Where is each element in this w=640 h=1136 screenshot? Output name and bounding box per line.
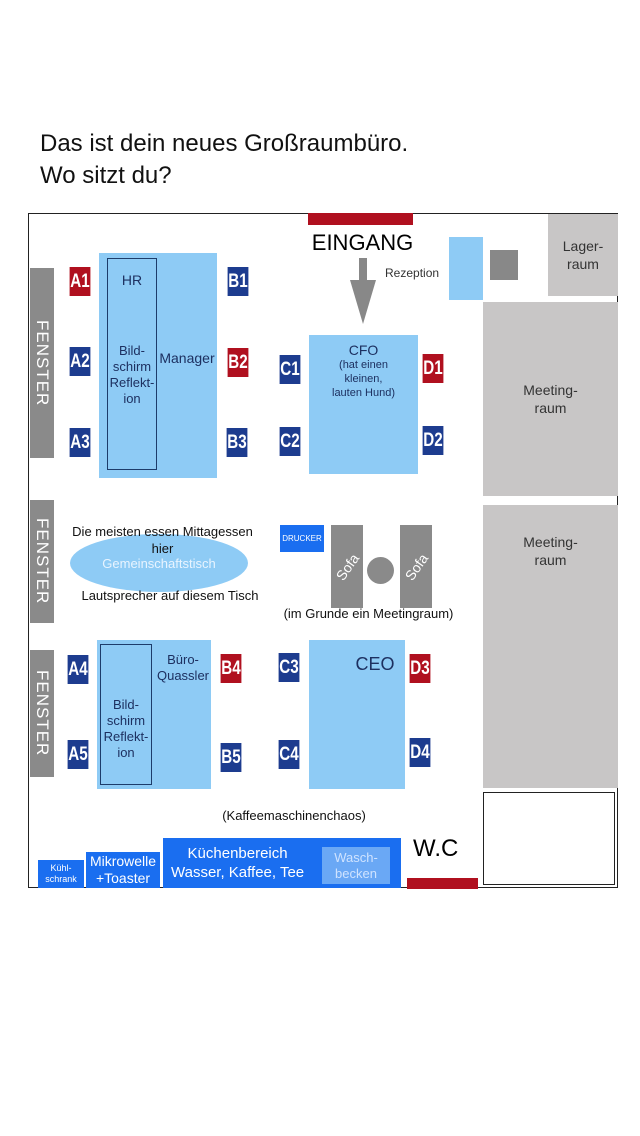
cfo-label: CFO [348, 342, 379, 358]
seat-c4[interactable]: C4 [278, 740, 300, 769]
seat-a2[interactable]: A2 [69, 347, 91, 376]
lounge-note: (im Grunde ein Meetingraum) [283, 606, 454, 621]
page-title: Das ist dein neues Großraumbüro. Wo sitz… [40, 128, 408, 192]
lunch-note: Die meisten essen Mittagessen [72, 524, 253, 539]
seat-d1[interactable]: D1 [422, 354, 444, 383]
seat-a4[interactable]: A4 [67, 655, 89, 684]
wc-door [407, 878, 478, 889]
coffee-note: (Kaffeemaschinenchaos) [222, 808, 366, 823]
seat-b2[interactable]: B2 [227, 348, 249, 377]
seat-d3[interactable]: D3 [409, 654, 431, 683]
screen-reflection-label-2: Bild- schirm Reflekt- ion [103, 697, 149, 760]
seat-c2[interactable]: C2 [279, 427, 301, 456]
common-table [70, 534, 248, 592]
speaker-note: Lautsprecher auf diesem Tisch [81, 588, 259, 603]
cfo-note: (hat einen kleinen, lauten Hund) [332, 359, 395, 399]
meeting-room-1: Meeting- raum [483, 302, 618, 496]
wc-label: W.C [413, 835, 459, 862]
sofa-1: Sofa [331, 525, 363, 608]
window-1: FENSTER [30, 268, 54, 458]
screen-reflection-label: Bild- schirm Reflekt- ion [109, 343, 155, 406]
seat-d2[interactable]: D2 [422, 426, 444, 455]
common-table-label: Gemeinschaftstisch [102, 556, 216, 571]
desk-group-cd-top [309, 335, 418, 474]
seat-c1[interactable]: C1 [279, 355, 301, 384]
storage-room: Lager- raum [548, 214, 618, 296]
sofa-2: Sofa [400, 525, 432, 608]
entrance-label: EINGANG [311, 230, 414, 255]
window-2: FENSTER [30, 500, 54, 623]
entrance-door [308, 213, 413, 225]
seat-b4[interactable]: B4 [220, 654, 242, 683]
seat-a1[interactable]: A1 [69, 267, 91, 296]
title-line-2: Wo sitzt du? [40, 162, 172, 189]
window-3: FENSTER [30, 650, 54, 777]
seat-b5[interactable]: B5 [220, 743, 242, 772]
manager-label: Manager [159, 350, 215, 366]
seat-b1[interactable]: B1 [227, 267, 249, 296]
meeting-room-2: Meeting- raum [483, 505, 618, 788]
fridge: Kühl- schrank [38, 860, 84, 888]
printer: DRUCKER [280, 525, 324, 552]
desk-group-cd-bottom [309, 640, 405, 789]
desk-group-ab-top [99, 253, 217, 478]
ceo-label: CEO [355, 654, 395, 674]
coffee-table [367, 557, 394, 584]
desk-group-ab-bottom [97, 640, 211, 789]
seat-b3[interactable]: B3 [226, 428, 248, 457]
title-line-1: Das ist dein neues Großraumbüro. [40, 130, 409, 157]
lunch-note-2: hier [151, 541, 174, 556]
sink: Wasch- becken [322, 847, 390, 884]
hr-label: HR [121, 272, 143, 288]
reception-label: Rezeption [385, 266, 440, 280]
screen-reflection-zone [107, 258, 157, 470]
microwave-toaster: Mikrowelle +Toaster [86, 852, 160, 888]
seat-a5[interactable]: A5 [67, 740, 89, 769]
screen-reflection-zone-2 [100, 644, 152, 785]
seat-d4[interactable]: D4 [409, 738, 431, 767]
wc-room [483, 792, 615, 885]
arrow-down-icon [350, 258, 376, 324]
chatterbox-label: Büro- Quassler [156, 652, 210, 683]
reception-desk [449, 237, 483, 300]
reception-block [490, 250, 518, 280]
seat-c3[interactable]: C3 [278, 653, 300, 682]
seat-a3[interactable]: A3 [69, 428, 91, 457]
